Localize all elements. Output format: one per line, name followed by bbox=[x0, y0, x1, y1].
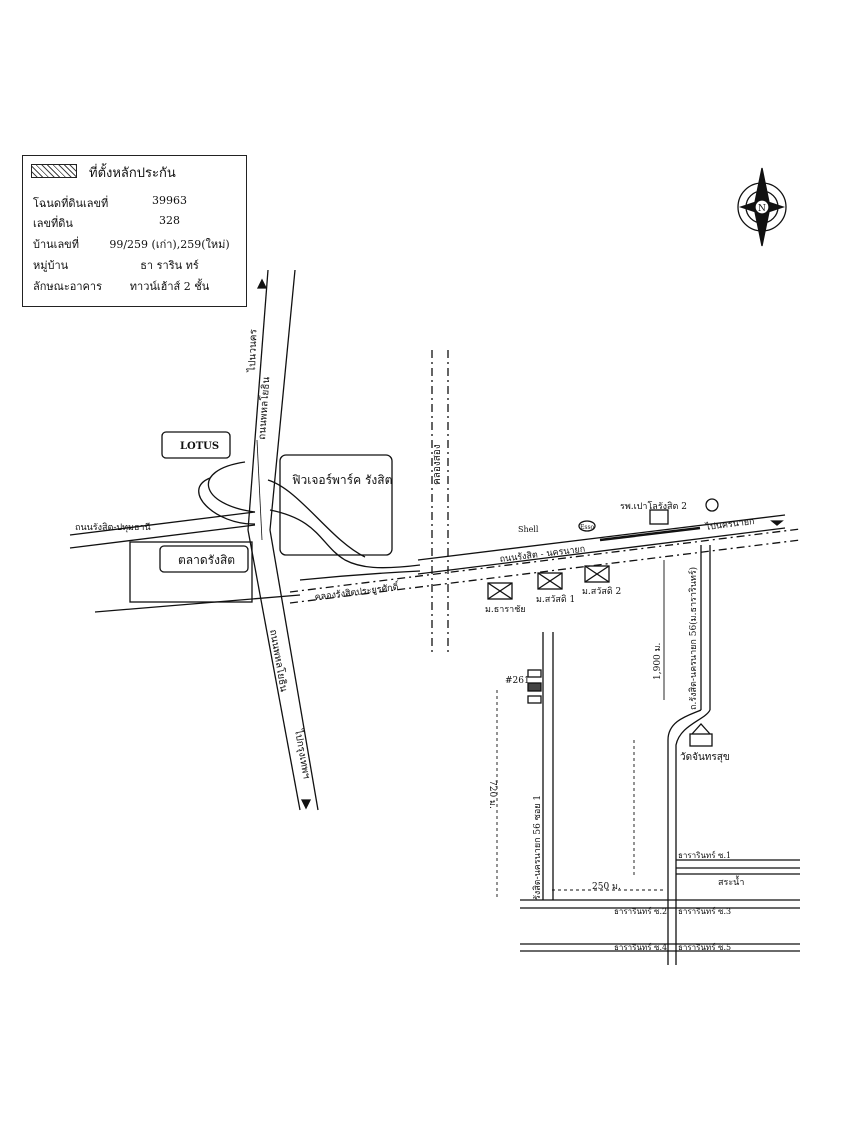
soi-3-label: ธารารินทร์ ซ.3 bbox=[678, 906, 731, 916]
soi-5-label: ธารารินทร์ ซ.5 bbox=[678, 942, 731, 952]
temple-icon bbox=[689, 723, 713, 747]
village-soi-grid bbox=[520, 859, 800, 952]
pond-label: สระน้ำ bbox=[718, 875, 744, 888]
north-arrow-icon bbox=[737, 167, 787, 247]
rangsit-nakhonnayok-road-label: ถนนรังสิต - นครนายก bbox=[499, 544, 586, 565]
house-block bbox=[527, 695, 542, 704]
legend-key: หมู่บ้าน bbox=[33, 259, 69, 272]
khlong-song-canal bbox=[431, 350, 449, 655]
target-house-icon bbox=[527, 682, 542, 692]
hatch-swatch-icon bbox=[31, 164, 77, 178]
soi-1-label: ธารารินทร์ ซ.1 bbox=[678, 850, 731, 860]
phahonyothin-label-top: ถนนพหลโยธิน bbox=[255, 376, 272, 440]
khlong-rangsit-canal bbox=[289, 528, 801, 604]
hospital-icon bbox=[649, 509, 669, 525]
hospital-label: รพ.เปาโลรังสิต 2 bbox=[620, 501, 687, 512]
soi-4-label: ธารารินทร์ ซ.4 bbox=[614, 942, 667, 952]
interchange bbox=[198, 461, 421, 581]
temple-label: วัดจันทรสุข bbox=[680, 752, 730, 763]
distance-250-label: 250 ม. bbox=[592, 882, 621, 892]
phahonyothin-road bbox=[247, 269, 319, 811]
talad-rangsit-box bbox=[129, 541, 253, 603]
rangsit-nakhonnayok-road bbox=[417, 514, 786, 575]
rangsit-pathum-road bbox=[69, 511, 301, 613]
legend-value: 39963 bbox=[152, 194, 187, 207]
legend-value: ธา ราริน ทร์ bbox=[140, 259, 199, 272]
legend-value: 328 bbox=[159, 214, 180, 227]
soi-2-label: ธารารินทร์ ซ.2 bbox=[614, 906, 667, 916]
house-block bbox=[527, 669, 542, 678]
legend-key: บ้านเลขที่ bbox=[33, 238, 79, 251]
legend-title: ที่ตั้งหลักประกัน bbox=[89, 166, 176, 181]
house-number-label: #261 bbox=[505, 676, 530, 686]
soi-56-1-road bbox=[542, 632, 554, 900]
soi-56-label: ถ.รังสิต-นครนายก 56(ม.ธารารินทร์) bbox=[687, 567, 699, 710]
legend-key: เลขที่ดิน bbox=[33, 217, 73, 230]
legend-key: ลักษณะอาคาร bbox=[33, 280, 102, 293]
to-nakhonnayok-label: ไปนครนายก bbox=[704, 516, 755, 533]
khlong-song-label: คลองสอง bbox=[432, 444, 443, 485]
compass-letter: N bbox=[758, 204, 766, 214]
to-bangkok-label: ไปกรุงเทพฯ bbox=[292, 727, 313, 779]
esso-icon bbox=[578, 520, 596, 532]
gas-station-label: Shell bbox=[518, 525, 539, 534]
esso-label: Esso bbox=[580, 524, 595, 531]
soi-56-road bbox=[667, 545, 711, 965]
village-sawan1-label: ม.สวัสดิ 1 bbox=[536, 594, 575, 605]
legend-value: 99/259 (เก่า),259(ใหม่) bbox=[109, 238, 230, 251]
village-sawan2-label: ม.สวัสดิ 2 bbox=[582, 586, 621, 597]
lotus-box bbox=[161, 431, 231, 459]
legend-value: ทาวน์เฮ้าส์ 2 ชั้น bbox=[129, 280, 210, 293]
village-tharachai-label: ม.ธาราชัย bbox=[485, 605, 526, 615]
future-park-label: ฟิวเจอร์พาร์ค รังสิต bbox=[292, 473, 392, 487]
lotus-label: LOTUS bbox=[180, 441, 219, 452]
talad-rangsit-label: ตลาดรังสิต bbox=[178, 553, 235, 567]
to-nava-nakorn-label: ไปนวนคร bbox=[246, 328, 260, 373]
landmark-icon bbox=[705, 498, 719, 512]
future-park-box bbox=[279, 454, 393, 556]
village-icons bbox=[487, 565, 610, 600]
phahonyothin-label-bottom: ถนนพหลโยธิน bbox=[267, 628, 291, 693]
legend-key: โฉนดที่ดินเลขที่ bbox=[33, 197, 109, 210]
rangsit-pathum-road-label: ถนนรังสิต-ปทุมธานี bbox=[75, 522, 151, 533]
soi-56-1-label: รังสิต-นครนายก 56 ซอย 1 bbox=[532, 795, 543, 900]
distance-720-label: 720 ม. bbox=[487, 780, 497, 809]
distance-1900-label: 1,900 ม. bbox=[653, 642, 663, 680]
legend-box: ที่ตั้งหลักประกัน โฉนดที่ดินเลขที่ 39963… bbox=[22, 155, 247, 307]
